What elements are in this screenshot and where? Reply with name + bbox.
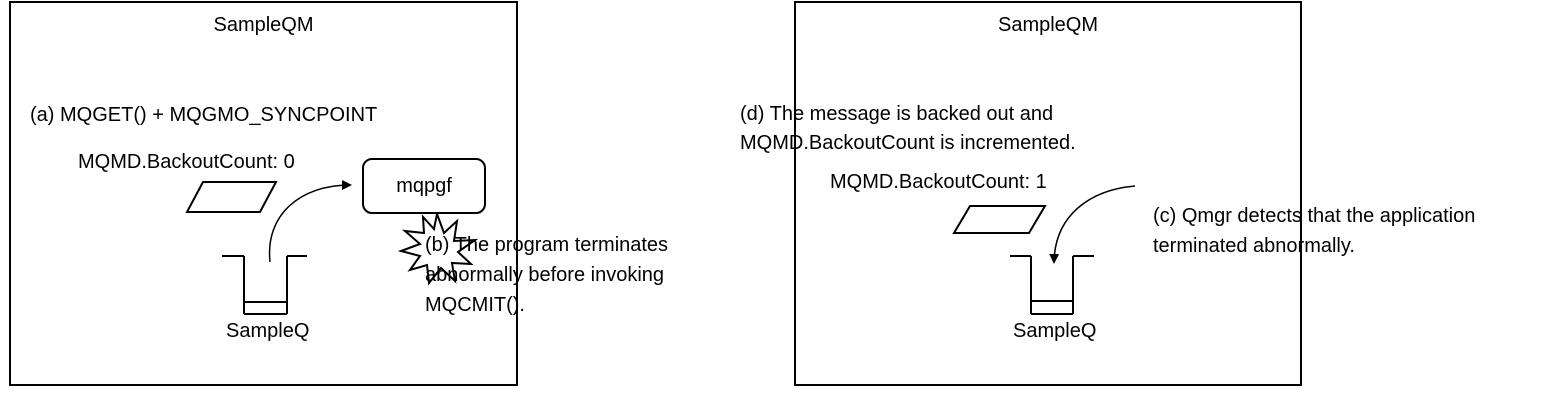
explosion-icon [397,210,479,286]
right-panel-title: SampleQM [997,14,1099,36]
queue-label-right: SampleQ [1013,320,1097,342]
queue-icon [222,255,307,315]
step-b-line3: MQCMIT(). [425,294,525,316]
step-a-text: (a) MQGET() + MQGMO_SYNCPOINT [30,104,378,126]
right-panel-frame [794,1,1302,386]
queue-label: SampleQ [226,320,310,342]
queue-icon-right [1010,255,1094,315]
step-b-line2: abnormally before invoking [425,264,665,286]
step-c-line1: (c) Qmgr detects that the application [1153,205,1476,227]
backout-count-label: MQMD.BackoutCount: 0 [78,151,295,173]
get-arrow [268,180,352,263]
program-box: mqpgf [362,158,486,214]
step-d-line1: (d) The message is backed out and [740,103,1054,125]
step-b-line1: (b) The program terminates [425,234,669,256]
program-label: mqpgf [396,174,452,197]
message-icon-right [952,205,1047,234]
backout-arrow [1049,185,1136,264]
left-panel-frame [9,1,518,386]
step-c-line2: terminated abnormally. [1153,235,1355,257]
left-panel-title: SampleQM [213,14,314,36]
backout-count-label-right: MQMD.BackoutCount: 1 [830,171,1047,193]
step-d-line2: MQMD.BackoutCount is incremented. [740,132,1076,154]
message-icon [185,181,278,213]
